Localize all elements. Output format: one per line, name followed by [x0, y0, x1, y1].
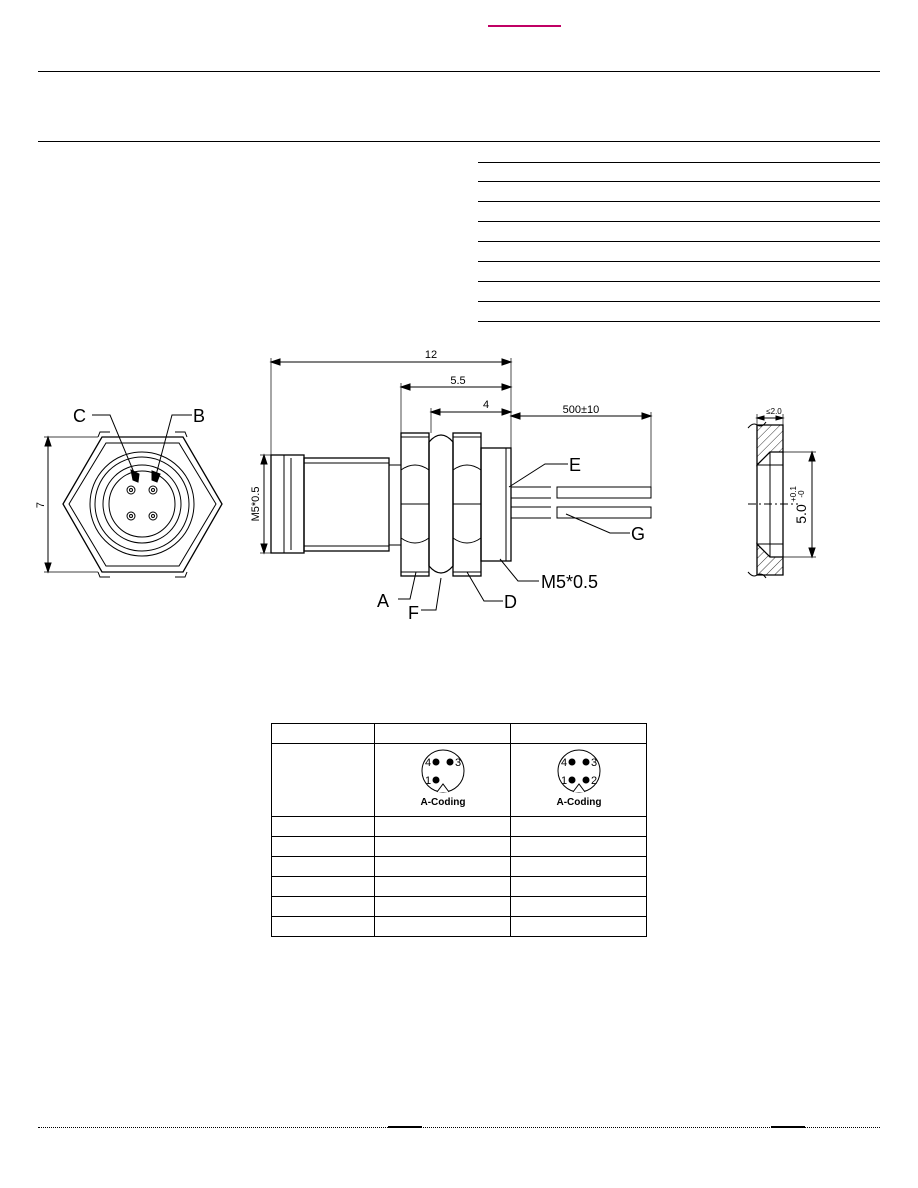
table-row [271, 836, 647, 857]
pin-label-2: 2 [591, 775, 597, 787]
dim-rear-thread: M5*0.5 [541, 572, 598, 592]
pin-diagram-icon: 4 3 1 2 A-Coding [557, 749, 602, 808]
pin-table: 4 3 1 A-Coding 4 3 1 2 A-Coding [271, 723, 647, 937]
table-row [271, 816, 647, 837]
spec-row [478, 222, 880, 242]
callout-g: G [631, 524, 645, 544]
footer-mark [771, 1126, 805, 1128]
dim-nut-length: 4 [483, 399, 489, 411]
dim-thread-length: 5.5 [450, 375, 465, 387]
callout-b: B [193, 406, 205, 426]
pinout-4pin-b: 4 3 1 2 A-Coding [510, 743, 647, 817]
dim-washer-tol-lower: -0 [797, 490, 806, 498]
callout-f: F [408, 603, 419, 623]
pinout-4pin: 4 3 1 A-Coding [374, 743, 511, 817]
dim-washer-thickness: ≤2.0 [766, 407, 782, 416]
front-view [44, 414, 223, 578]
footer-mark [388, 1126, 422, 1128]
callout-d: D [504, 592, 517, 612]
spec-row [478, 242, 880, 262]
dim-height: 7 [35, 502, 47, 508]
spec-row [478, 282, 880, 302]
spec-row [478, 182, 880, 202]
spec-row [478, 202, 880, 222]
pin-label-4: 4 [561, 757, 567, 769]
callout-e: E [569, 455, 581, 475]
dim-cable-length: 500±10 [563, 404, 600, 416]
pin-label-3: 3 [591, 757, 597, 769]
spec-table [478, 162, 880, 322]
table-row [271, 723, 647, 744]
spec-row [478, 302, 880, 322]
pin-label-4: 4 [425, 757, 431, 769]
dim-washer-bore: 5.0 [793, 504, 809, 524]
pin-label-1: 1 [425, 775, 431, 787]
header-rule-bottom [38, 141, 880, 142]
header-rule-top [38, 71, 880, 72]
table-row [271, 916, 647, 937]
header-link-underline[interactable] [488, 25, 561, 27]
table-row: 4 3 1 A-Coding 4 3 1 2 A-Coding [271, 743, 647, 817]
spec-row [478, 162, 880, 182]
coding-label: A-Coding [557, 797, 602, 808]
dim-washer-tol-upper: +0.1 [789, 486, 798, 502]
pin-label-1: 1 [561, 775, 567, 787]
spec-row [478, 262, 880, 282]
coding-label: A-Coding [421, 797, 466, 808]
washer-view [747, 414, 816, 579]
dim-front-thread: M5*0.5 [250, 487, 262, 522]
side-view [260, 358, 653, 611]
table-row [271, 856, 647, 877]
table-row [271, 876, 647, 897]
callout-c: C [73, 406, 86, 426]
footer-rule [38, 1127, 880, 1128]
pin-label-3: 3 [455, 757, 461, 769]
table-row [271, 896, 647, 917]
callout-a: A [377, 591, 389, 611]
pin-diagram-icon: 4 3 1 A-Coding [421, 749, 466, 808]
technical-drawing: 12 5.5 4 500±10 7 M5*0.5 M5*0.5 ≤2.0 5.0… [35, 349, 816, 623]
dim-overall-length: 12 [425, 349, 437, 361]
